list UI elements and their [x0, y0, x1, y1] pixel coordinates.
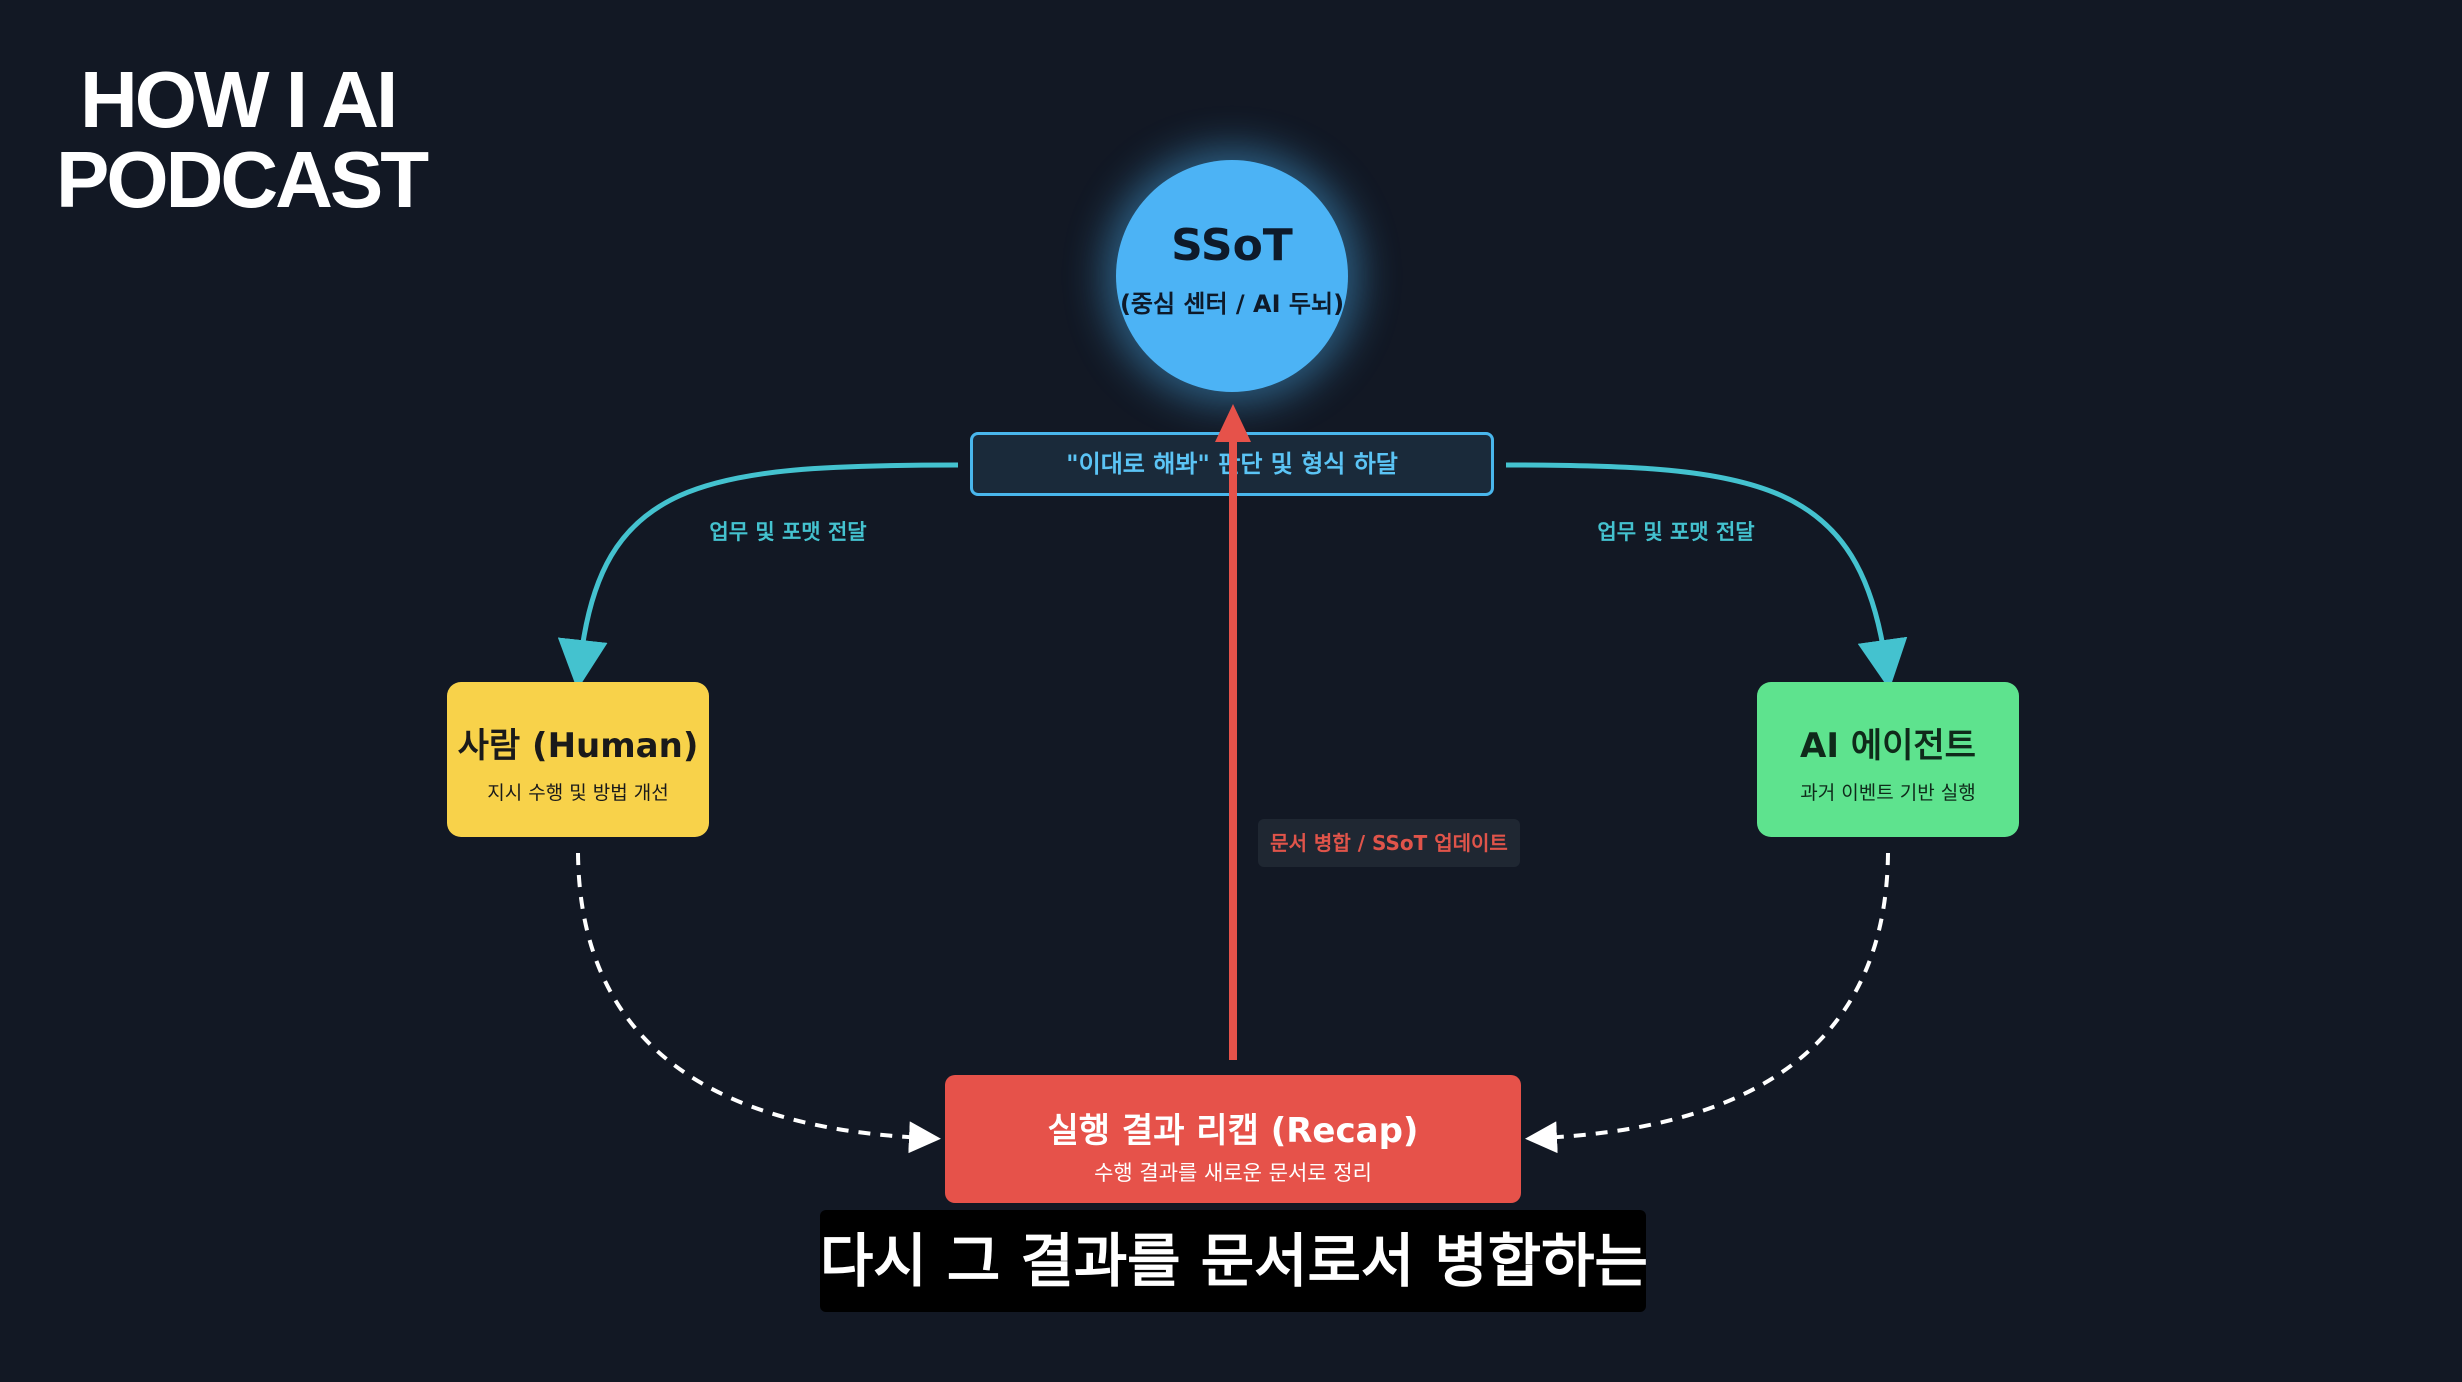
video-caption: 다시 그 결과를 문서로서 병합하는 [820, 1210, 1648, 1312]
recap-node: 실행 결과 리캡 (Recap) 수행 결과를 새로운 문서로 정리 [945, 1075, 1521, 1203]
recap-title: 실행 결과 리캡 (Recap) [1047, 1111, 1419, 1151]
ai-agent-subtitle: 과거 이벤트 기반 실행 [1800, 782, 1976, 804]
ssot-subtitle: (중심 센터 / AI 두뇌) [1119, 290, 1345, 318]
ai-agent-title: AI 에이전트 [1800, 726, 1976, 766]
human-node: 사람 (Human) 지시 수행 및 방법 개선 [447, 682, 709, 837]
logo-line-1: HOW I AI [80, 55, 398, 144]
recap-subtitle: 수행 결과를 새로운 문서로 정리 [1094, 1161, 1372, 1185]
human-title: 사람 (Human) [457, 726, 699, 766]
flow-arrow-to-agent [1505, 462, 1908, 690]
logo-line-2: PODCAST [56, 135, 429, 224]
ai-agent-node: AI 에이전트 과거 이벤트 기반 실행 [1757, 682, 2019, 837]
right-flow-label: 업무 및 포맷 전달 [1597, 520, 1755, 544]
flow-arrow-to-human [557, 462, 959, 690]
ssot-circle: SSoT (중심 센터 / AI 두뇌) [1116, 160, 1348, 392]
ssot-title: SSoT [1171, 220, 1293, 271]
dashed-arrow-agent-to-recap [1525, 852, 1890, 1154]
podcast-logo: HOW I AI PODCAST [56, 60, 476, 220]
merge-label: 문서 병합 / SSoT 업데이트 [1258, 819, 1520, 867]
left-flow-label: 업무 및 포맷 전달 [709, 520, 867, 544]
dashed-arrow-human-to-recap [576, 852, 941, 1154]
decision-box: "이대로 해봐" 판단 및 형식 하달 [970, 432, 1494, 496]
human-subtitle: 지시 수행 및 방법 개선 [487, 782, 669, 804]
